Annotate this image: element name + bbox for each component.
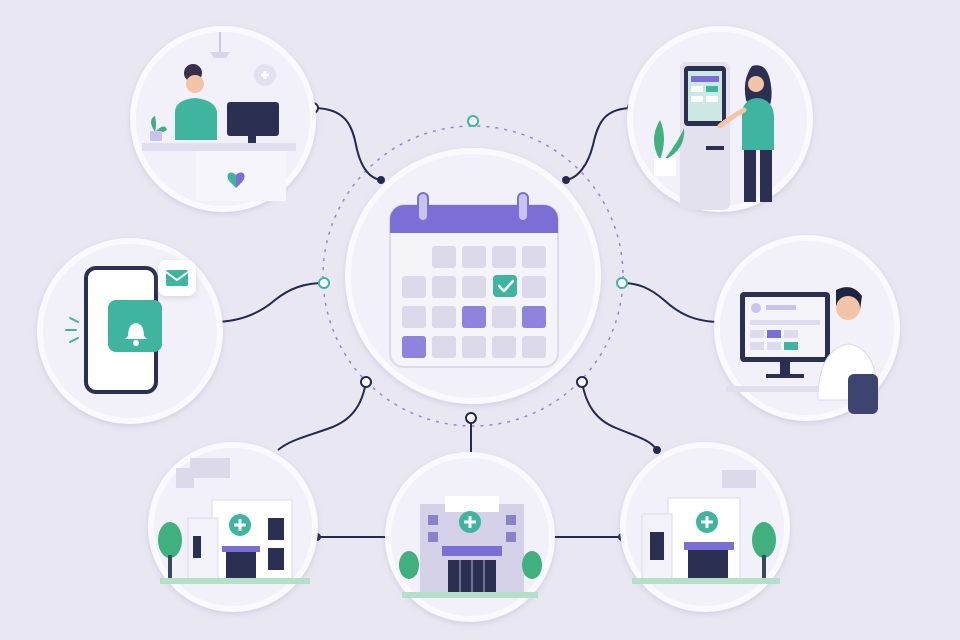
connector-clinic-left [277,381,367,451]
dot [377,176,385,184]
hospital-center-node [385,452,555,622]
dot [562,176,570,184]
hub-node [345,148,601,404]
calendar-day-cell [522,246,546,268]
check-icon [493,275,517,297]
calendar-day-cell [402,276,426,298]
calendar-day-cell [432,276,456,298]
calendar-icon [389,192,559,368]
calendar-day-cell [462,276,486,298]
clinic-right-node [620,442,790,612]
staff-computer-icon [726,287,879,414]
connector-desktop [621,282,722,323]
calendar-day-cell [492,336,516,358]
clinic-building-icon [632,470,780,584]
desktop-node [714,235,900,421]
calendar-day-cell [462,336,486,358]
calendar-day-cell [462,246,486,268]
dot [360,376,372,388]
hospital-building-icon [399,496,542,598]
connector-clinic-right [581,381,658,451]
clinic-building-icon [158,458,310,584]
dot [465,412,477,424]
calendar-day-cell [462,306,486,328]
dot [318,277,330,289]
calendar-day-cell [432,336,456,358]
calendar-day-cell [522,336,546,358]
connector-reception [312,107,382,181]
self-checkin-kiosk-icon [654,62,774,210]
connector-mobile [212,282,325,323]
receptionist-icon [142,32,296,201]
calendar-day-cell [432,306,456,328]
calendar-grid [402,246,546,358]
dot [467,115,479,127]
dot [653,446,661,454]
connectors [212,107,722,538]
mobile-notification-icon [65,260,196,394]
dot [576,376,588,388]
reception-node [130,26,316,212]
calendar-day-cell [492,246,516,268]
mobile-node [37,238,223,424]
dot [616,277,628,289]
calendar-day-cell [522,276,546,298]
connector-kiosk [565,107,634,181]
kiosk-node [627,26,813,212]
calendar-day-cell [492,306,516,328]
calendar-day-cell [402,336,426,358]
dashed-orbit [322,125,624,427]
clinic-left-node [148,442,318,612]
calendar-day-cell [402,306,426,328]
calendar-day-cell [432,246,456,268]
calendar-day-cell [522,306,546,328]
